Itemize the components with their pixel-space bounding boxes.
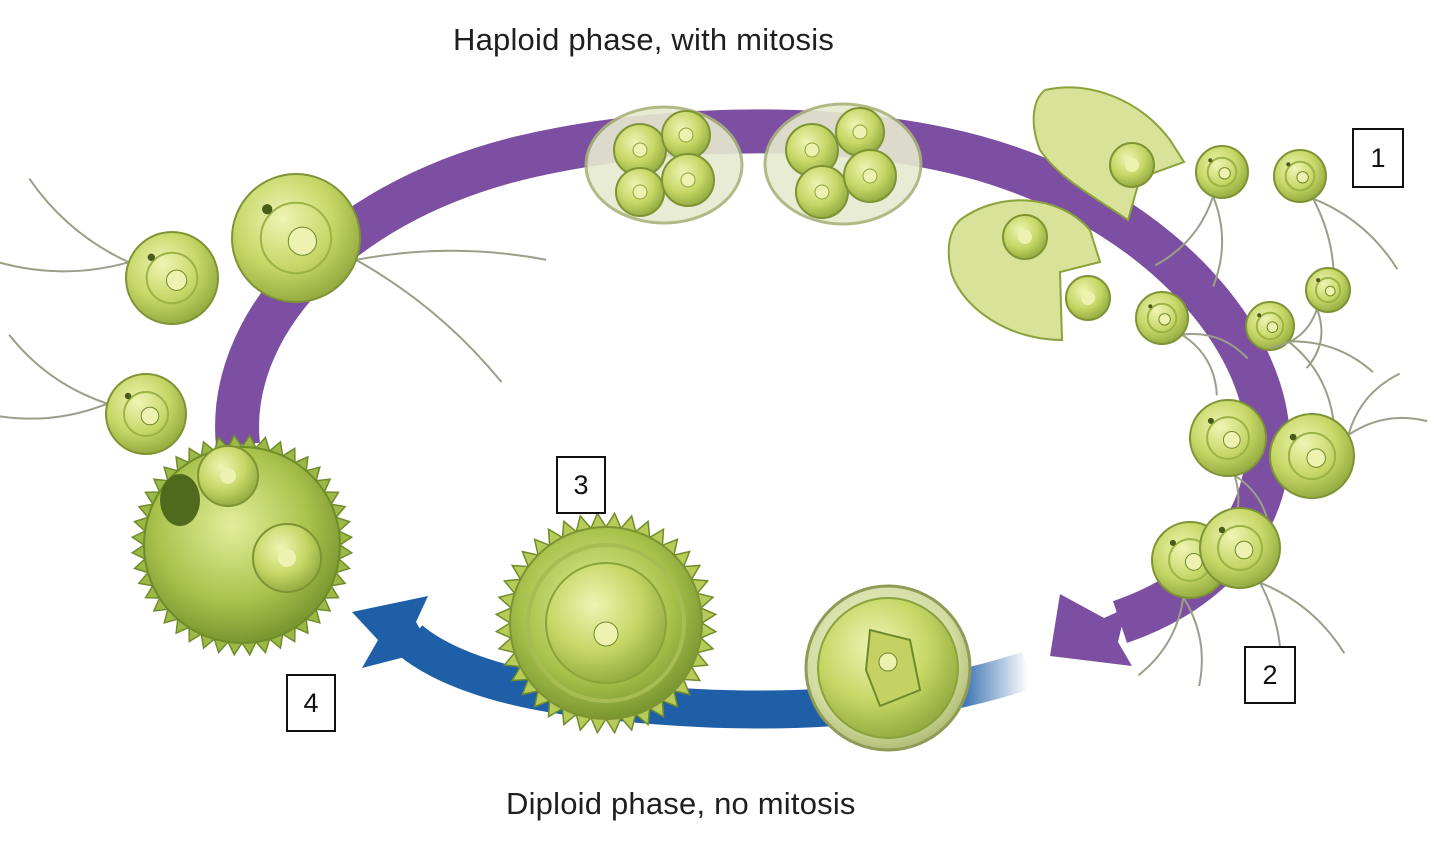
zygospore-icon [494,511,718,735]
step-label-3: 3 [556,456,606,514]
zygospore-germinating-icon [130,433,354,657]
flagellated-cell-icon [0,178,219,325]
diploid-phase-arrowhead [352,596,432,668]
step-label-1: 1 [1352,128,1404,188]
flagellated-cell-icon [1245,301,1374,420]
flagellated-cell-icon [1273,149,1399,308]
haploid-phase-arrowhead [1050,594,1132,666]
flagellated-cell-group [0,145,1428,692]
flagellated-cell-icon [231,173,547,383]
released-cell-icon [947,199,1111,342]
dividing-cell-icon [584,105,744,225]
diploid-phase-label: Diploid phase, no mitosis [506,786,856,821]
dividing-cell-icon [763,102,923,226]
flagellated-cell-icon [1154,145,1249,287]
released-cell-icon [1032,86,1186,222]
flagellated-cell-icon [0,334,187,455]
haploid-phase-label: Haploid phase, with mitosis [453,22,835,57]
zygote-icon [804,584,972,752]
step-label-4: 4 [286,674,336,732]
step-label-2: 2 [1244,646,1296,704]
flagellated-cell-icon [1270,267,1351,369]
flagellated-cell-icon [1269,372,1428,499]
flagellated-cell-icon [1199,507,1346,692]
flagellated-cell-icon [1135,291,1249,396]
flagellated-cell-icon [1189,399,1271,545]
